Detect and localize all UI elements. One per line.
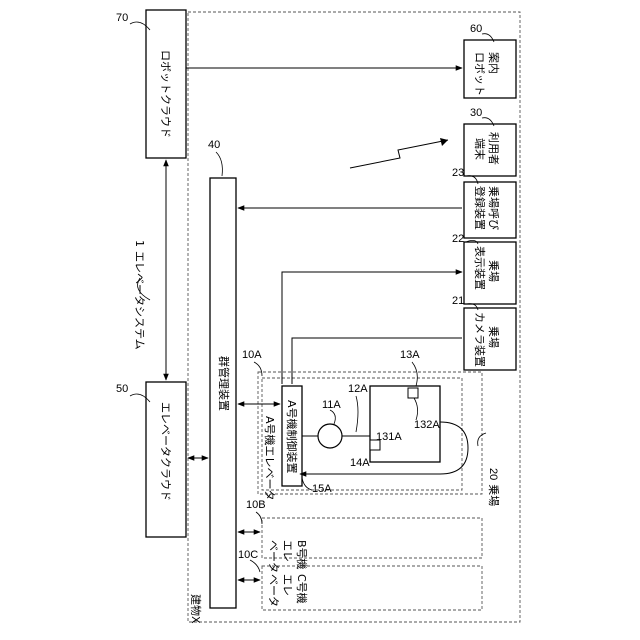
car-device-ref: 132A (414, 419, 440, 431)
car-device (408, 388, 418, 398)
b-elevator-leader (256, 512, 262, 524)
b-elevator-line1: B号機 (295, 540, 309, 570)
camera-to-controller (292, 338, 462, 384)
controller-to-hall-display (282, 272, 462, 384)
hall-call-line1: 乗場呼び (487, 186, 500, 230)
system-label: 1エレベータシステム (133, 240, 146, 350)
hall-display-line1: 乗場 (487, 260, 500, 282)
hall-camera-ref: 21 (452, 295, 464, 307)
a-controller-ref: 15A (312, 483, 332, 495)
user-terminal-line2: 端末 (473, 138, 487, 160)
c-elevator-line1: C号機 (295, 574, 309, 604)
group-control-leader (216, 152, 222, 176)
hoist-motor (318, 424, 342, 448)
car-sensor-ref: 131A (376, 431, 402, 443)
robot-cloud-ref: 70 (116, 12, 128, 24)
car-ref: 13A (400, 349, 420, 361)
hall-display-line2: 表示装置 (473, 246, 487, 290)
cable-ref: 14A (350, 457, 370, 469)
a-elevator-ref: 10A (242, 349, 262, 361)
hall-camera-line2: カメラ装置 (473, 312, 486, 367)
guide-robot-line2: ロボット (473, 52, 486, 96)
rope-leader (356, 396, 358, 432)
elevator-cloud-ref: 50 (116, 383, 128, 395)
group-control-ref: 40 (208, 139, 220, 151)
c-elevator-region (262, 566, 482, 610)
robot-cloud-label: ロボットクラウド (159, 50, 172, 138)
hall-label: 20乗場 (487, 468, 500, 506)
a-controller-leader (302, 478, 312, 490)
wireless-zigzag (350, 140, 448, 168)
hall-display-ref: 22 (452, 233, 464, 245)
guide-robot-ref: 60 (470, 23, 482, 35)
c-elevator-line3: ベータ (267, 574, 280, 607)
hoist-ref: 11A (322, 399, 341, 411)
b-elevator-region (262, 518, 482, 558)
a-controller-label: A号機制御装置 (285, 400, 299, 474)
user-terminal-line1: 利用者 (487, 132, 500, 165)
hall-call-ref: 23 (452, 167, 464, 179)
hall-camera-line1: 乗場 (487, 326, 500, 348)
b-elevator-line2: エレ (281, 540, 294, 562)
elevator-cloud-label: エレベータクラウド (159, 402, 172, 501)
c-elevator-ref: 10C (238, 549, 258, 561)
wireless-arrowhead (440, 138, 448, 146)
b-elevator-line3: ベータ (267, 540, 280, 573)
c-elevator-leader (250, 560, 260, 572)
hoist-leader (330, 410, 335, 424)
group-control-label: 群管理装置 (217, 356, 231, 411)
a-elevator-label: A号機エレベータ (263, 416, 277, 501)
b-elevator-ref: 10B (246, 499, 266, 511)
rope-ref: 12A (348, 383, 368, 395)
building-label: 建物X (189, 594, 203, 624)
car-leader (412, 362, 417, 386)
user-terminal-ref: 30 (470, 107, 482, 119)
c-elevator-line2: エレ (281, 574, 294, 596)
hall-call-line2: 登録装置 (473, 186, 487, 230)
guide-robot-line1: 案内 (487, 52, 501, 74)
